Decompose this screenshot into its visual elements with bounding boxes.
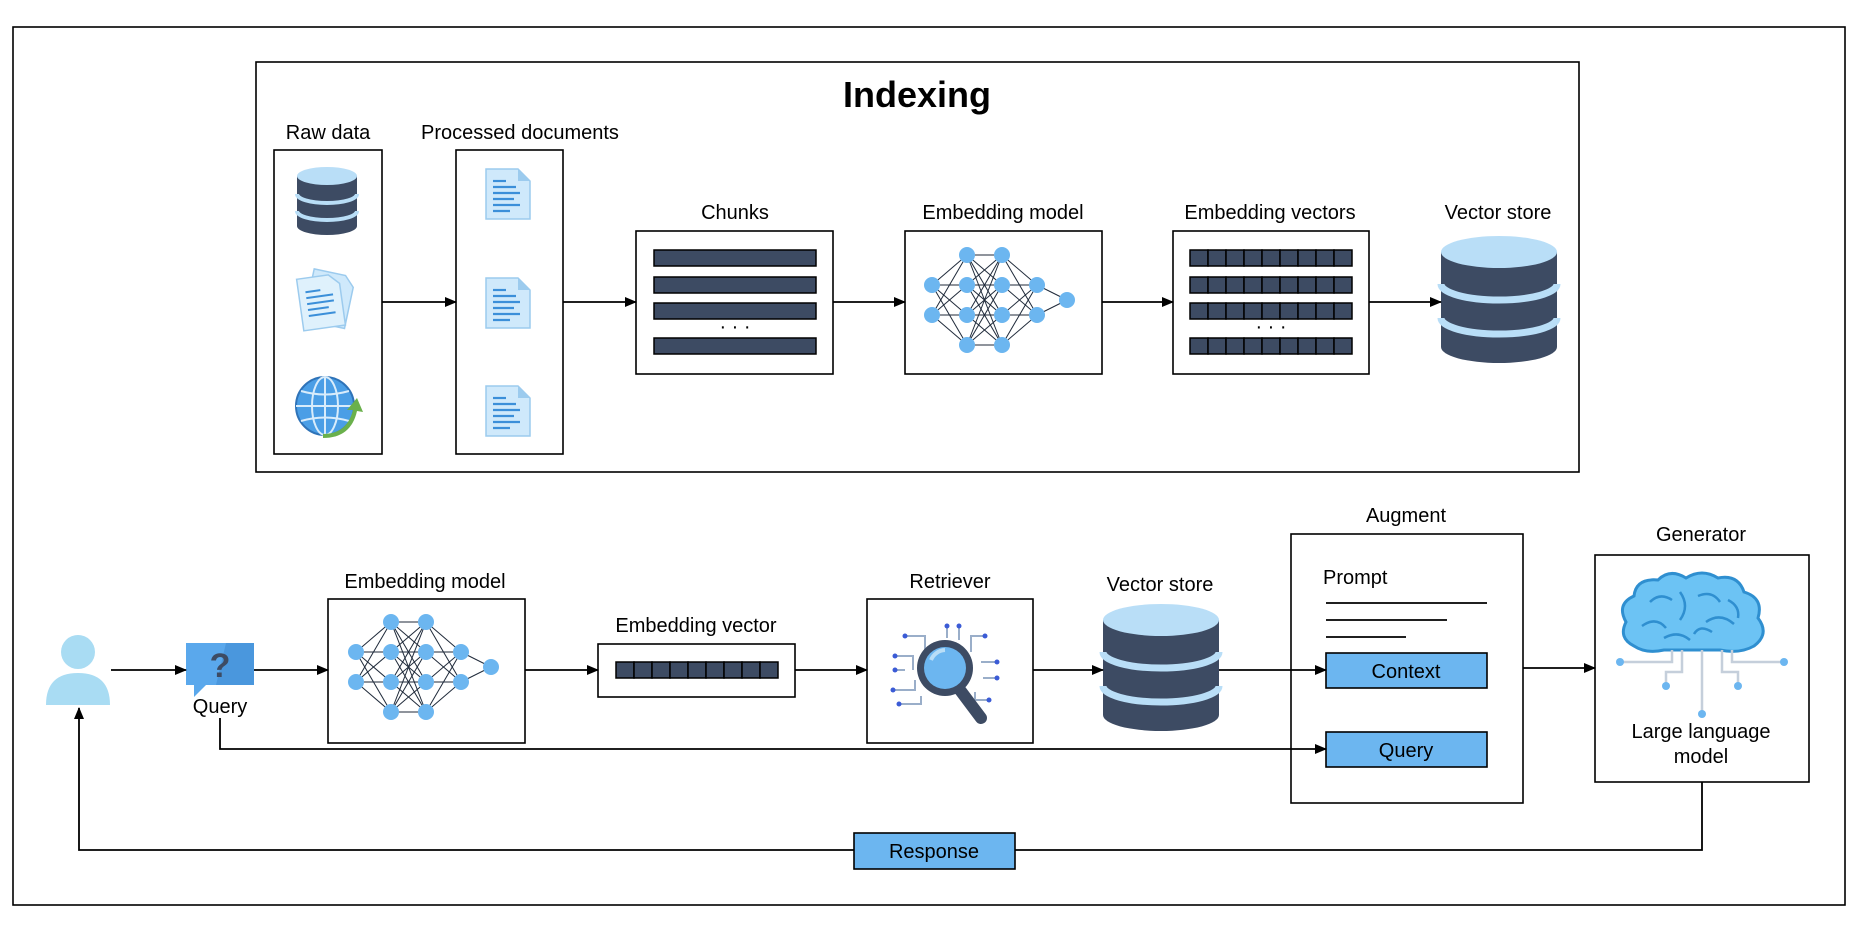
- vector-cell: [1297, 249, 1317, 267]
- vector-cell: [1243, 337, 1263, 355]
- vector-cell: [615, 661, 635, 679]
- vector-cell: [1279, 249, 1299, 267]
- outer-frame: [12, 26, 1846, 906]
- retriever-label: Retriever: [909, 571, 990, 593]
- documents-icon: [295, 267, 355, 332]
- query-box: [1325, 731, 1488, 768]
- llm-label-line1: Large language: [1631, 721, 1770, 743]
- raw-data-label: Raw data: [286, 122, 371, 144]
- vector-cell: [1225, 249, 1245, 267]
- vector-cell: [1315, 276, 1335, 294]
- vector-cell: [1225, 337, 1245, 355]
- query-label: Query: [193, 696, 247, 718]
- vector-store-icon: [1441, 236, 1557, 363]
- globe-icon: [295, 376, 363, 438]
- response-label: Response: [889, 841, 979, 863]
- vector-cell: [1207, 302, 1227, 320]
- vector-cell: [1279, 337, 1299, 355]
- retrieval-section: ? Query Embedding model Embedding vector…: [46, 505, 1810, 870]
- vector-cell: [1189, 337, 1209, 355]
- vector-cell: [1315, 337, 1335, 355]
- response-box: [853, 832, 1016, 870]
- vector-cell: [1189, 249, 1209, 267]
- query-bubble-icon: ?: [186, 643, 254, 697]
- indexing-frame: [255, 61, 1580, 473]
- user-icon: [46, 635, 110, 705]
- vector-cell: [1333, 249, 1353, 267]
- vector-store-icon: [1103, 604, 1219, 731]
- document-icon: [484, 384, 532, 438]
- embedding-vector-label: Embedding vector: [615, 615, 777, 637]
- vector-cell: [741, 661, 761, 679]
- vector-cell: [1261, 276, 1281, 294]
- vector-cell: [723, 661, 743, 679]
- chunk-bar: [653, 302, 817, 320]
- vector-cell: [1333, 276, 1353, 294]
- chunk-bar: [653, 249, 817, 267]
- vector-cell: [1189, 302, 1209, 320]
- query-box-label: Query: [1379, 740, 1433, 762]
- generator-label: Generator: [1656, 524, 1746, 546]
- vector-cell: [1207, 276, 1227, 294]
- query-bypass-arrow: [219, 718, 1327, 754]
- vector-grid: [1189, 249, 1353, 355]
- vector-cell: [1315, 249, 1335, 267]
- vector-cell: [1279, 276, 1299, 294]
- magnifier-icon: [890, 623, 1000, 724]
- vector-cell: [1225, 276, 1245, 294]
- chunk-bar: [653, 337, 817, 355]
- document-icon: [484, 276, 532, 330]
- vector-store-label: Vector store: [1107, 574, 1214, 596]
- vector-store-label: Vector store: [1445, 202, 1552, 224]
- vector-cell: [1243, 249, 1263, 267]
- vector-cell: [759, 661, 779, 679]
- vector-cell: [1315, 302, 1335, 320]
- vector-cell: [651, 661, 671, 679]
- svg-text:?: ?: [210, 647, 231, 685]
- vector-cell: [1207, 337, 1227, 355]
- brain-icon: [1616, 571, 1788, 718]
- vector-cell: [1297, 337, 1317, 355]
- vector-cell: [1297, 276, 1317, 294]
- embedding-model-label: Embedding model: [922, 202, 1083, 224]
- vector-cell: [1243, 276, 1263, 294]
- chunks-ellipsis: · · ·: [719, 316, 750, 338]
- embedding-model-label: Embedding model: [344, 571, 505, 593]
- database-icon: [295, 167, 359, 235]
- vector-cell: [705, 661, 725, 679]
- vector-cell: [1207, 249, 1227, 267]
- vector-cell: [669, 661, 689, 679]
- vector-cell: [1333, 337, 1353, 355]
- vector-cell: [687, 661, 707, 679]
- embedding-vectors-label: Embedding vectors: [1184, 202, 1355, 224]
- prompt-label: Prompt: [1323, 567, 1388, 589]
- vectors-ellipsis: · · ·: [1255, 316, 1286, 338]
- indexing-title: Indexing: [843, 74, 991, 115]
- chunks-label: Chunks: [701, 202, 769, 224]
- chunk-bar: [653, 276, 817, 294]
- vector-cell: [1225, 302, 1245, 320]
- llm-label-line2: model: [1674, 746, 1728, 768]
- vector-cell: [1297, 302, 1317, 320]
- vector-cell: [1261, 249, 1281, 267]
- query-vector-bar: [615, 661, 779, 679]
- vector-cell: [1261, 337, 1281, 355]
- augment-label: Augment: [1366, 505, 1446, 527]
- processed-documents-label: Processed documents: [421, 122, 619, 144]
- document-icon: [484, 167, 532, 221]
- vector-cell: [1333, 302, 1353, 320]
- context-label: Context: [1372, 661, 1441, 683]
- vector-cell: [633, 661, 653, 679]
- vector-cell: [1189, 276, 1209, 294]
- indexing-section: Indexing Raw data Proce: [255, 61, 1580, 473]
